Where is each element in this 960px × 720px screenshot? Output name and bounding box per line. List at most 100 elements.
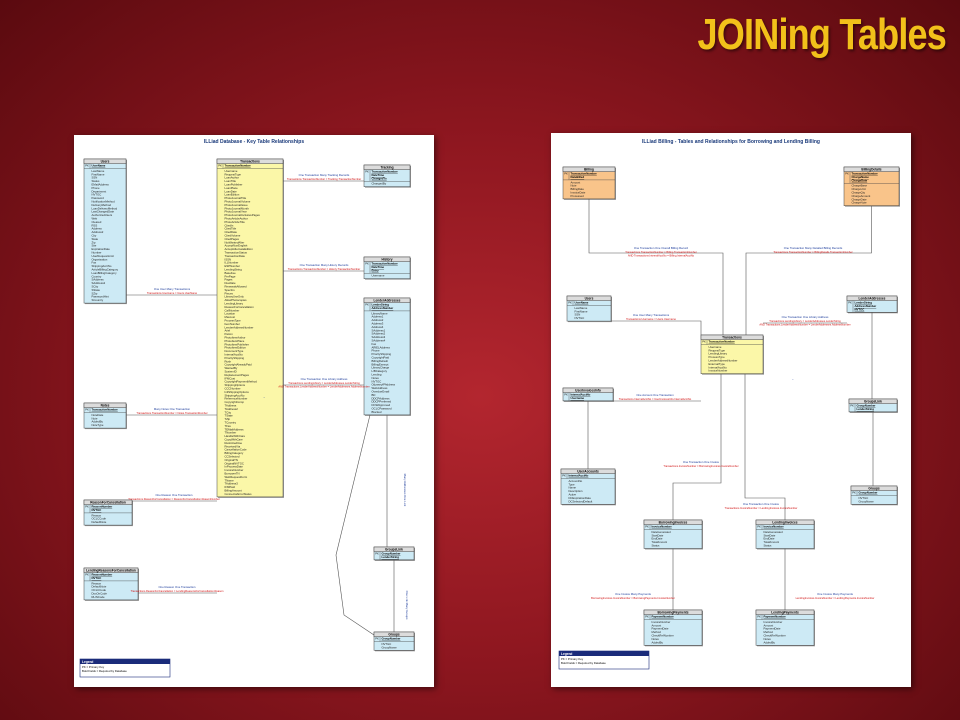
table-header	[846, 295, 898, 301]
relationship-join: Transactions.LendingLibrary = LenderAddr…	[769, 319, 841, 323]
relationship-join: Transactions.TransactionNumber = Billing…	[773, 250, 852, 254]
relationship-join: Transactions.ReasonForCancellation = Len…	[131, 589, 224, 593]
table-field: TNumber	[225, 431, 237, 435]
relationship-line	[588, 198, 724, 335]
pk-marker: PK	[218, 164, 222, 168]
table-field: ShippingAcctNo	[92, 264, 112, 268]
table-field: InProcessDate	[225, 465, 244, 469]
table-field: Blocked	[372, 410, 382, 414]
relationship-cardinality: One Transaction One Invoice	[743, 502, 780, 506]
pk-marker: PK	[85, 505, 89, 509]
table-field: ESPNumber	[225, 264, 241, 268]
table-field: NotWantedAfter	[225, 240, 245, 244]
table-field: LibraryCharge	[372, 366, 390, 370]
table-field: CheckRefNumber	[652, 634, 674, 638]
relationship-cardinality: One Transaction One Overall Billing Reco…	[634, 246, 689, 250]
table-field: SAddress4	[372, 339, 386, 343]
relationship-join: Transactions.Username = Users.Username	[626, 317, 676, 321]
table-field: IntlShippingOptions	[225, 390, 250, 394]
table-field: ChargeAmount	[852, 194, 871, 198]
table-field: PhotoJournalYear	[225, 210, 247, 214]
table-lenderaddresses	[363, 297, 411, 416]
pk-field: GroupNumber	[859, 491, 879, 495]
table-field: State	[92, 237, 99, 241]
table-field: InvoiceNumber	[709, 369, 728, 373]
table-field: Phone	[372, 349, 381, 353]
table-field: OverdueEmail	[372, 390, 390, 394]
relationship-join: Transactions.InvoiceNumber = BorrowingIn…	[663, 464, 738, 468]
relationship-line	[744, 373, 786, 520]
relationship-join: Transactions.LendingLibrary = LenderAddr…	[288, 381, 360, 385]
table-field: AddedBy	[92, 420, 104, 424]
table-field: DateGenerated	[764, 530, 784, 534]
table-field: InvoiceDate	[571, 191, 586, 195]
table-field: InvoiceNumber	[764, 620, 783, 624]
arrow-icon: ←	[792, 377, 795, 381]
table-field: Active	[569, 493, 577, 497]
relationship-cardinality: One Transaction Many History Records	[300, 263, 349, 267]
table-header	[373, 546, 415, 552]
table-field: Type	[569, 482, 576, 486]
table-field: TAddress2	[225, 407, 239, 411]
table-field: PhotoJournalInclusivePages	[225, 213, 261, 217]
right-diagram-panel: ILLiad Billing - Tables and Relationship…	[551, 133, 911, 687]
relationship-join: Transactions.ReasonForCancellation = Rea…	[128, 497, 220, 501]
pk-field: TransactionNumber	[92, 408, 119, 412]
table-field: IFMCost	[225, 376, 236, 380]
table-field: PhotoJournalTitle	[225, 196, 247, 200]
table-field: TCountry	[225, 421, 237, 425]
table-field: Status	[92, 179, 101, 183]
relationship-join: Transactions.TransactionNumber = Trackin…	[287, 177, 361, 181]
pk-field: ChargeName	[852, 175, 870, 179]
pk-field: DateBilled	[571, 175, 585, 179]
table-field: LibraryUseOnly	[225, 295, 245, 299]
table-field: SSN	[575, 313, 581, 317]
relationship-cardinality: One Link Many Groups	[405, 591, 409, 620]
relationship-join: Transactions.TransactionNumber = Billing…	[625, 250, 697, 254]
table-field: PerPage	[225, 274, 236, 278]
table-field: AddedBy	[764, 640, 776, 644]
table-header	[363, 164, 411, 170]
pk-marker: PK	[645, 615, 649, 619]
table-field: Notes	[764, 637, 772, 641]
table-field: Lending	[372, 373, 382, 377]
table-field: DCSelectedDefault	[569, 499, 593, 503]
pk-field: InternalAcctNo	[571, 393, 591, 397]
table-field: CitedDate	[225, 230, 238, 234]
table-field: CancellationCode	[225, 448, 248, 452]
table-field: PasswordHint	[92, 295, 109, 299]
arrow-icon: →	[263, 395, 266, 399]
table-field: Site	[92, 244, 97, 248]
relationship-cardinality: One User Many Transactions	[154, 287, 191, 291]
table-field: LoanAuthor	[225, 176, 240, 180]
table-field: Maxcost	[225, 315, 236, 319]
table-name: UserInvoicesInfo	[575, 388, 601, 392]
legend-header	[559, 651, 649, 656]
table-field: Method	[652, 630, 662, 634]
table-name: UserAccounts	[577, 469, 599, 473]
table-field: CCSelected	[225, 455, 240, 459]
pk-field: ReasonNumber	[92, 505, 114, 509]
table-field: TransactionDate	[225, 254, 246, 258]
table-field: TotalAmount	[764, 540, 780, 544]
table-field: ConnectorErrorStatus	[225, 492, 253, 496]
table-field: LoanEdition	[225, 193, 240, 197]
table-field: SAddress2	[372, 332, 386, 336]
table-field: Cleared	[92, 220, 102, 224]
table-field: SAddress	[92, 278, 105, 282]
table-field: LendingLibrary	[709, 352, 728, 356]
table-borrowingpayments	[643, 609, 703, 646]
table-field: WebAddress	[372, 386, 389, 390]
table-field: RenewalsAllowed	[225, 285, 248, 289]
table-field: ILLNumber	[225, 261, 239, 265]
pk-field: InternalAcctNo	[569, 474, 589, 478]
table-field: Rush	[225, 359, 232, 363]
relationship-join: AND Transactions.LenderAddressNumber = L…	[278, 384, 369, 388]
table-field: DefaultNote	[92, 520, 107, 524]
relationship-join: Transactions.InvoiceNumber = LendingInvo…	[725, 506, 798, 510]
table-field: Address1	[372, 315, 384, 319]
relationship-cardinality: Many Addresses One Link	[403, 474, 407, 507]
pk-field: Entry	[372, 268, 380, 272]
pk-marker: PK	[757, 525, 761, 529]
table-field: NVTGC	[575, 316, 585, 320]
